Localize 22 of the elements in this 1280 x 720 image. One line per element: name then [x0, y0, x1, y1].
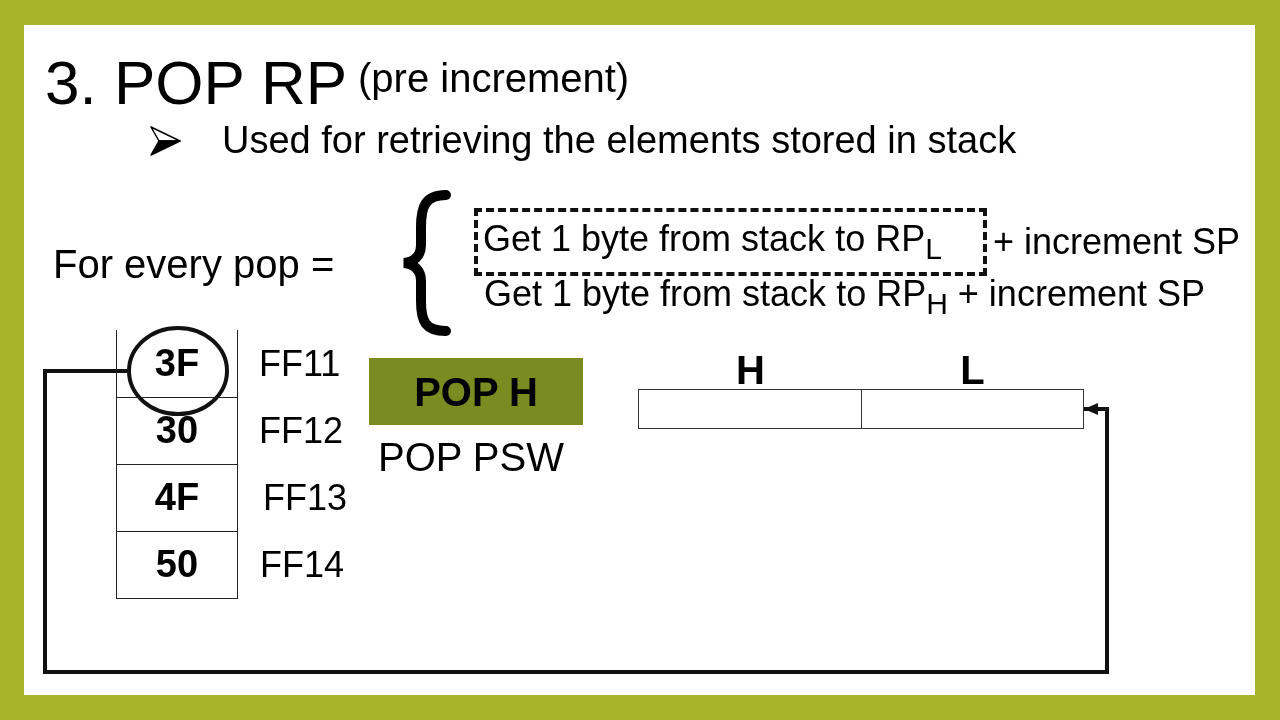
step-text: Get 1 byte from stack to RP$_{H}$ + increment SP [484, 273, 1205, 322]
cell-value: 3F [154, 341, 200, 386]
title-note: (pre increment) [358, 55, 630, 101]
slide-title: 3. POP RP [45, 47, 348, 119]
bullet-text: Used for retrieving the elements stored in stack [222, 119, 1017, 163]
register-label: L [959, 350, 986, 390]
step-text: Get 1 byte from stack to RP$_{L}$ [483, 217, 942, 267]
cell-value: 4F [154, 476, 200, 520]
connector-arrow [43, 369, 1109, 674]
instruction-text: POP PSW [378, 434, 564, 480]
step-text: + increment SP [993, 221, 1241, 263]
instruction-text: POP H [414, 368, 538, 415]
address-label: FF13 [263, 477, 348, 519]
address-label: FF11 [259, 342, 341, 385]
cell-value: 50 [155, 543, 199, 587]
highlight-circle [127, 326, 229, 416]
address-label: FF12 [259, 410, 344, 452]
instruction-box [369, 358, 583, 425]
cell-value: 30 [155, 409, 199, 453]
equation-text: For every pop = [53, 241, 335, 287]
register-label: H [735, 350, 766, 390]
address-label: FF14 [260, 544, 345, 586]
